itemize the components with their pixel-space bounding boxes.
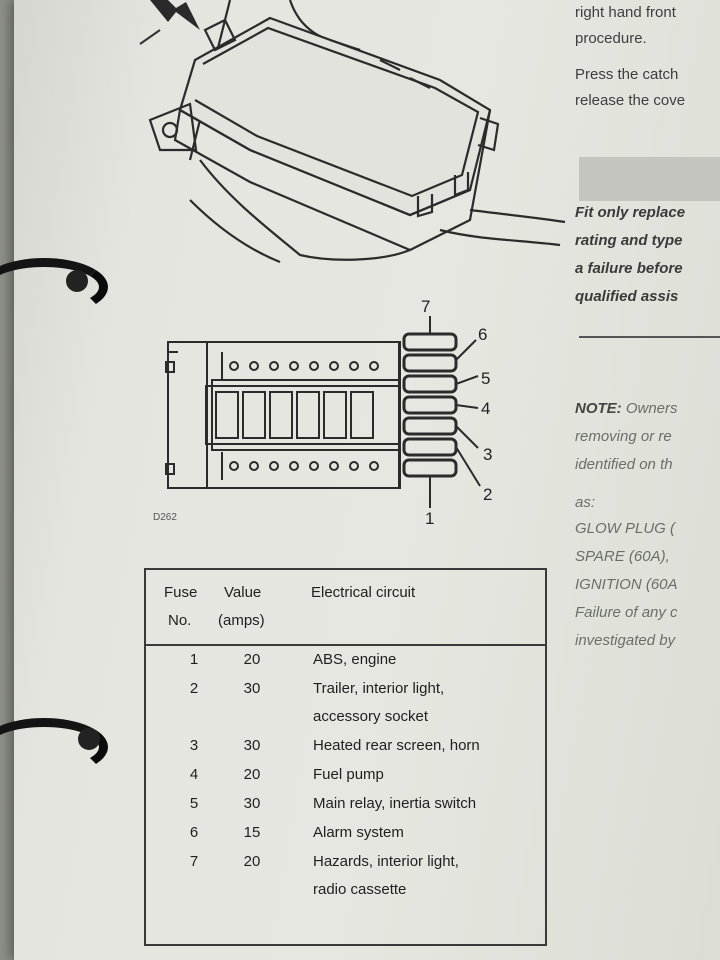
circuit-description: Fuel pump — [313, 766, 384, 783]
fuse-number: 3 — [189, 737, 199, 754]
circuit-description: ABS, engine — [313, 651, 397, 668]
circuit-description: Heated rear screen, horn — [313, 737, 480, 754]
fuse-number: 2 — [189, 680, 199, 697]
circuit-description: Alarm system — [313, 824, 404, 841]
header-no: No. — [168, 612, 192, 629]
table-row: 6 15 Alarm system — [146, 819, 545, 847]
text-line: procedure. — [575, 30, 647, 47]
fuse-value: 30 — [243, 737, 261, 754]
fuse-value: 30 — [243, 795, 261, 812]
fuse-number: 4 — [189, 766, 199, 783]
warning-line: qualified assis — [575, 288, 679, 305]
note-text: Owners — [625, 400, 678, 417]
fuse-box-housing — [148, 0, 566, 264]
fuse-label-1: 1 — [425, 509, 434, 528]
divider — [579, 336, 720, 338]
fuse-label-6: 6 — [478, 325, 487, 344]
table-header: Fuse No. Value (amps) Electrical circuit — [146, 570, 545, 646]
fuse-number: 5 — [189, 795, 199, 812]
fuse-value: 15 — [243, 824, 261, 841]
warning-line: Fit only replace — [575, 204, 686, 221]
fuse-value: 20 — [243, 853, 261, 870]
text-line: right hand front — [575, 4, 676, 21]
header-circuit: Electrical circuit — [311, 584, 416, 601]
terminal-dots-bottom — [229, 461, 379, 471]
table-row: 2 30 Trailer, interior light, accessory soc… — [146, 675, 545, 731]
warning-line: a failure before — [575, 260, 683, 277]
note-line: investigated by — [575, 632, 676, 649]
table-row: 5 30 Main relay, inertia switch — [146, 790, 545, 818]
fuse-number: 6 — [189, 824, 199, 841]
fuse-number-labels: 7 6 5 4 3 2 1 — [421, 297, 492, 528]
fuse-number: 7 — [189, 853, 199, 870]
binder-ring-bottom — [0, 718, 108, 776]
fuse-value: 20 — [243, 766, 261, 783]
text-line: release the cove — [575, 92, 686, 109]
warning-heading-bar — [579, 157, 720, 201]
text-line: Press the catch — [575, 66, 679, 83]
note-line: GLOW PLUG ( — [575, 520, 676, 537]
note-line: NOTE: Owners — [575, 400, 678, 417]
binder-ring-top — [0, 258, 108, 316]
header-fuse: Fuse — [164, 584, 198, 601]
table-row: 7 20 Hazards, interior light, radio cassett… — [146, 848, 545, 904]
fuse-label-2: 2 — [483, 485, 492, 504]
fuse-label-4: 4 — [481, 399, 490, 418]
header-amps: (amps) — [218, 612, 265, 629]
binder-hole-bottom — [78, 728, 100, 750]
table-row: 3 30 Heated rear screen, horn — [146, 732, 545, 760]
header-value: Value — [224, 584, 262, 601]
fuse-label-5: 5 — [481, 369, 490, 388]
fuse-label-3: 3 — [483, 445, 492, 464]
diagram-code: D262 — [153, 512, 177, 523]
note-line: Failure of any c — [575, 604, 678, 621]
note-line: IGNITION (60A — [575, 576, 678, 593]
arrow-icon — [139, 0, 200, 45]
table-row: 4 20 Fuel pump — [146, 761, 545, 789]
circuit-description: accessory socket — [313, 708, 429, 725]
fuse-stack — [402, 332, 458, 478]
fuse-number: 1 — [189, 651, 199, 668]
warning-line: rating and type — [575, 232, 683, 249]
binder-hole-top — [66, 270, 88, 292]
note-label: NOTE: — [575, 400, 622, 417]
circuit-description: radio cassette — [313, 881, 407, 898]
fuse-value: 30 — [243, 680, 261, 697]
table-row: 1 20 ABS, engine — [146, 646, 545, 674]
right-column-text: right hand front procedure. Press the ca… — [575, 0, 720, 700]
note-line: identified on th — [575, 456, 673, 473]
fuse-label-7: 7 — [421, 297, 430, 316]
fuse-panel-diagram — [165, 316, 481, 508]
fuse-table: Fuse No. Value (amps) Electrical circuit… — [144, 568, 547, 946]
circuit-description: Trailer, interior light, — [313, 680, 445, 697]
circuit-description: Main relay, inertia switch — [313, 795, 477, 812]
circuit-description: Hazards, interior light, — [313, 853, 459, 870]
terminal-dots-top — [229, 361, 379, 371]
fuse-value: 20 — [243, 651, 261, 668]
note-line: removing or re — [575, 428, 672, 445]
note-line: as: — [575, 494, 596, 511]
note-line: SPARE (60A), — [575, 548, 670, 565]
